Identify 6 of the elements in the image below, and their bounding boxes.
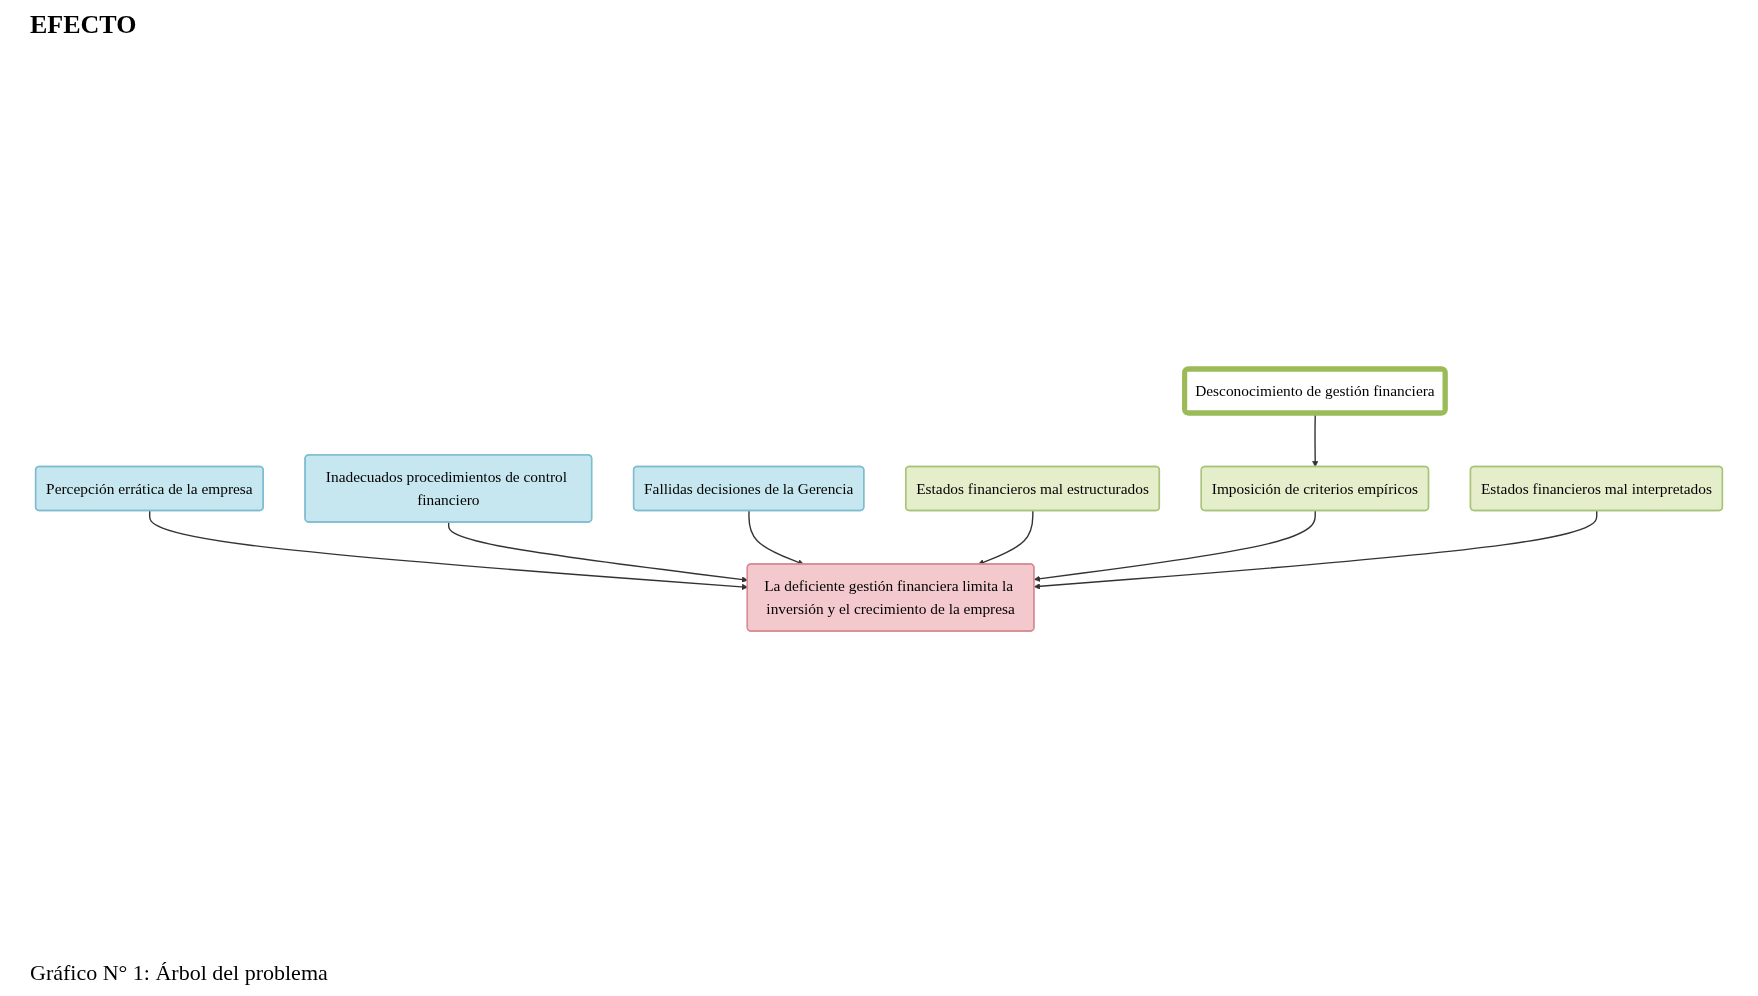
caption: Gráfico N° 1: Árbol del problema (30, 960, 329, 986)
arrow (447, 521, 748, 583)
arrow (1033, 510, 1598, 590)
arrow (148, 510, 748, 590)
arrow (1033, 510, 1316, 582)
side-label: EFECTO (30, 10, 138, 40)
